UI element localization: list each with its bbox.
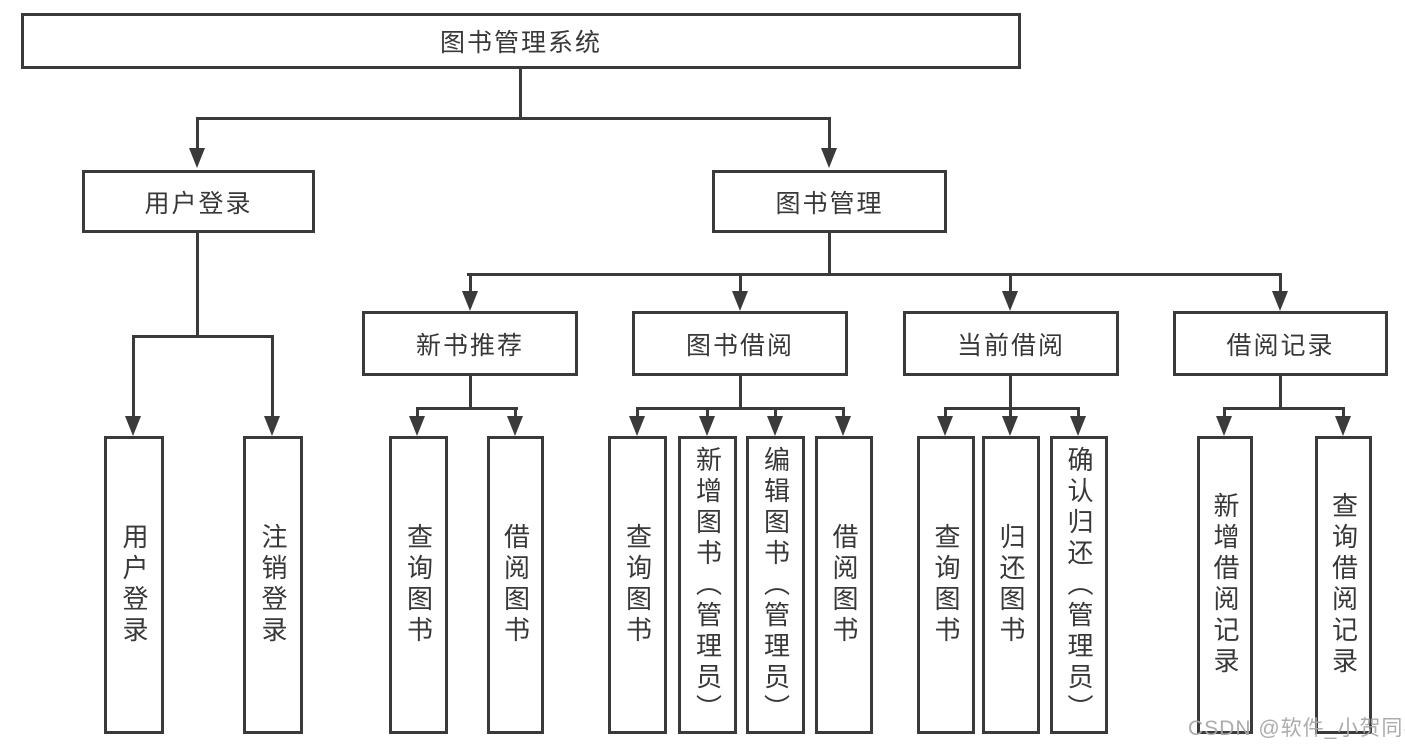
connector-stem: [1279, 375, 1282, 410]
node-book-borrow: 图书借阅: [632, 311, 848, 376]
arrowhead-down: [732, 291, 748, 311]
leaf-borrow-books-1: 借阅图书: [487, 436, 544, 734]
csdn-watermark: CSDN @软件_小贺同学: [1188, 717, 1405, 740]
connector-drop: [774, 407, 777, 421]
node-current-borrow: 当前借阅: [903, 311, 1119, 376]
leaf-label: 查询图书: [931, 523, 961, 647]
leaf-label: 归还图书: [996, 523, 1026, 647]
node-book-management: 图书管理: [712, 170, 947, 233]
leaf-label: 查询图书: [622, 523, 653, 647]
node-label: 用户登录: [144, 189, 253, 218]
leaf-query-books-2: 查询图书: [608, 436, 667, 734]
connector-drop: [828, 117, 831, 152]
arrowhead-down: [1335, 416, 1351, 436]
leaf-label: 新增借阅记录: [1210, 492, 1240, 678]
arrowhead-down: [1272, 291, 1288, 311]
arrowhead-down: [835, 416, 851, 436]
connector-level1-rail: [197, 117, 831, 120]
leaf-logout: 注销登录: [243, 436, 303, 734]
connector-rail: [636, 407, 844, 410]
arrowhead-down: [1002, 291, 1018, 311]
arrowhead-down: [409, 416, 425, 436]
arrowhead-down: [1070, 416, 1086, 436]
arrowhead-down: [767, 416, 783, 436]
leaf-borrow-books-2: 借阅图书: [815, 436, 873, 734]
leaf-label: 用户登录: [119, 523, 149, 647]
leaf-label: 查询借阅记录: [1328, 492, 1359, 678]
leaf-label: 注销登录: [258, 523, 288, 647]
connector-drop: [944, 407, 947, 421]
arrowhead-down: [629, 416, 645, 436]
connector-stem: [469, 375, 472, 410]
connector-drop: [1223, 407, 1226, 421]
arrowhead-down: [821, 148, 837, 168]
connector-drop: [1009, 273, 1012, 298]
leaf-label: 新增图书（管理员）: [692, 445, 723, 725]
leaf-edit-book-admin: 编辑图书（管理员）: [746, 436, 805, 734]
connector-drop: [842, 407, 845, 421]
connector-drop: [739, 273, 742, 298]
leaf-add-book-admin: 新增图书（管理员）: [678, 436, 737, 734]
connector-drop: [514, 407, 517, 421]
connector-level3-rail: [467, 273, 1282, 276]
arrowhead-down: [1216, 416, 1232, 436]
connector-stem: [1009, 375, 1012, 410]
connector-drop: [1342, 407, 1345, 421]
leaf-confirm-return-admin: 确认归还（管理员）: [1050, 436, 1108, 734]
connector-rail: [417, 407, 518, 410]
connector-drop: [132, 335, 135, 420]
node-user-login: 用户登录: [82, 170, 315, 233]
arrowhead-down: [189, 148, 205, 168]
leaf-label: 编辑图书（管理员）: [760, 445, 791, 725]
arrowhead-down: [1002, 416, 1018, 436]
connector-drop: [636, 407, 639, 421]
connector-drop: [706, 407, 709, 421]
connector-stem: [739, 375, 742, 410]
leaf-return-book: 归还图书: [982, 436, 1040, 734]
arrowhead-down: [462, 291, 478, 311]
node-root-library-system: 图书管理系统: [21, 13, 1021, 69]
arrowhead-down: [264, 416, 280, 436]
arrowhead-down: [507, 416, 523, 436]
connector-user-login-rail: [133, 335, 273, 338]
leaf-label: 借阅图书: [500, 523, 531, 647]
leaf-label: 确认归还（管理员）: [1064, 445, 1094, 725]
connector-drop: [1009, 407, 1012, 421]
leaf-add-borrow-record: 新增借阅记录: [1197, 436, 1253, 734]
leaf-query-books-3: 查询图书: [917, 436, 975, 734]
connector-rail: [945, 407, 1079, 410]
arrowhead-down: [125, 416, 141, 436]
arrowhead-down: [937, 416, 953, 436]
node-label: 新书推荐: [415, 331, 524, 360]
node-label: 图书管理系统: [439, 29, 602, 57]
arrowhead-down: [699, 416, 715, 436]
node-label: 当前借阅: [956, 331, 1065, 360]
leaf-label: 借阅图书: [829, 523, 859, 647]
connector-rail: [1224, 407, 1343, 410]
connector-drop: [1077, 407, 1080, 421]
connector-drop: [1279, 273, 1282, 298]
node-borrow-records: 借阅记录: [1173, 311, 1388, 376]
node-label: 借阅记录: [1226, 331, 1335, 360]
connector-drop: [196, 117, 199, 152]
node-label: 图书管理: [775, 189, 884, 218]
connector-drop: [271, 335, 274, 420]
node-label: 图书借阅: [685, 331, 794, 360]
leaf-label: 查询图书: [403, 523, 434, 647]
leaf-query-books-1: 查询图书: [389, 436, 448, 734]
connector-drop: [416, 407, 419, 421]
leaf-user-login: 用户登录: [104, 436, 164, 734]
connector-drop: [469, 273, 472, 298]
connector-book-mgmt-stem: [828, 233, 831, 276]
connector-root-stem: [519, 68, 522, 120]
connector-user-login-stem: [196, 233, 199, 338]
node-new-book-recommend: 新书推荐: [362, 311, 578, 376]
leaf-query-borrow-record: 查询借阅记录: [1315, 436, 1372, 734]
